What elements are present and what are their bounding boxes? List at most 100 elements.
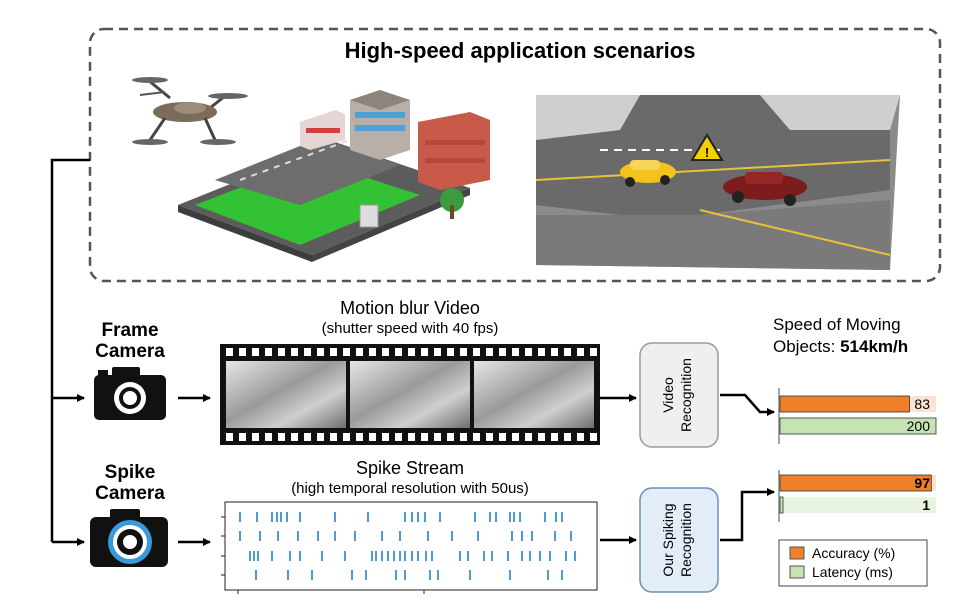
film-sprocket [382,348,389,356]
film-sprocket [278,348,285,356]
bar-latency [779,496,784,514]
film-sprocket [499,433,506,441]
film-frame-2 [350,361,470,428]
film-sprocket [421,348,428,356]
film-sprocket [460,348,467,356]
film-sprocket [486,433,493,441]
legend-latency-label: Latency (ms) [812,564,893,580]
motion-blur-subtitle: (shutter speed with 40 fps) [322,320,499,337]
motion-blur-title: Motion blur Video [340,298,480,318]
film-sprocket [239,433,246,441]
film-sprocket [395,348,402,356]
video-recognition-box: Video Recognition [639,342,719,448]
film-sprocket [395,433,402,441]
film-frame-1 [226,361,346,428]
film-sprocket [369,348,376,356]
film-sprocket [525,433,532,441]
film-sprocket [590,433,597,441]
film-sprockets-top [226,348,597,356]
bar-accuracy [779,474,932,492]
film-sprocket [473,433,480,441]
speed-prefix: Objects: [773,337,840,356]
scenario-box [88,27,942,283]
frame-camera-icon [94,367,166,420]
film-sprocket [343,348,350,356]
video-recognition-label-1: Video [660,377,676,413]
film-sprocket [265,348,272,356]
road-illustration: ! [535,95,900,270]
film-sprocket [577,348,584,356]
film-sprocket [512,433,519,441]
film-sprocket [317,348,324,356]
film-sprocket [369,433,376,441]
bar-latency [779,417,937,435]
film-sprocket [343,433,350,441]
film-sprocket [486,348,493,356]
spike-raster [221,501,598,594]
bar-value-label: 83 [914,396,930,412]
bar-value-label: 1 [922,497,930,513]
frame-camera-label-1: Frame [101,320,158,341]
scenario-title: High-speed application scenarios [345,38,696,63]
connector-scenario-line [50,158,90,542]
film-sprocket [291,348,298,356]
film-sprocket [304,433,311,441]
frame-camera-label-2: Camera [95,341,165,362]
speed-value: 514km/h [840,337,908,356]
legend-latency-swatch [789,565,805,579]
film-sprocket [317,433,324,441]
connector-spiking-to-chart [720,488,775,542]
film-sprocket [551,348,558,356]
legend-accuracy-label: Accuracy (%) [812,545,895,561]
bar-chart-spiking: 971 [778,470,936,522]
svg-text:!: ! [705,145,709,160]
film-sprocket [473,348,480,356]
spike-camera-label-2: Camera [95,483,165,504]
spiking-recognition-box: Our Spiking Recognition [639,487,719,593]
film-frame-3 [474,361,594,428]
film-sprocket [252,433,259,441]
film-sprocket [434,348,441,356]
city-illustration [178,90,490,262]
spike-stream-subtitle: (high temporal resolution with 50us) [291,480,529,497]
film-sprocket [577,433,584,441]
film-sprocket [330,433,337,441]
film-sprocket [551,433,558,441]
film-sprocket [421,433,428,441]
film-sprocket [252,348,259,356]
bar-value-label: 200 [907,418,931,434]
film-sprocket [330,348,337,356]
speed-line-2: Objects: 514km/h [773,337,908,356]
film-sprocket [226,433,233,441]
film-sprocket [226,348,233,356]
film-sprocket [356,348,363,356]
film-sprocket [447,433,454,441]
film-sprocket [239,348,246,356]
film-sprocket [447,348,454,356]
video-recognition-label-2: Recognition [678,358,694,432]
film-sprocket [408,433,415,441]
connector-video-to-chart [720,393,775,416]
film-sprocket [538,348,545,356]
film-sprocket [304,348,311,356]
bar-background [780,497,936,513]
film-sprocket [278,433,285,441]
spiking-recognition-label-1: Our Spiking [660,503,676,576]
chart-legend: Accuracy (%) Latency (ms) [778,539,928,587]
bar-value-label: 97 [914,475,930,491]
speed-line-1: Speed of Moving [773,315,901,334]
film-sprocket [382,433,389,441]
film-sprocket [356,433,363,441]
spike-camera-label-1: Spike [105,462,156,483]
film-sprocket [291,433,298,441]
film-sprocket [408,348,415,356]
film-sprockets-bottom [226,433,597,441]
spike-stream-title: Spike Stream [356,458,464,478]
film-strip [220,344,600,445]
film-sprocket [590,348,597,356]
film-sprocket [512,348,519,356]
film-sprocket [525,348,532,356]
